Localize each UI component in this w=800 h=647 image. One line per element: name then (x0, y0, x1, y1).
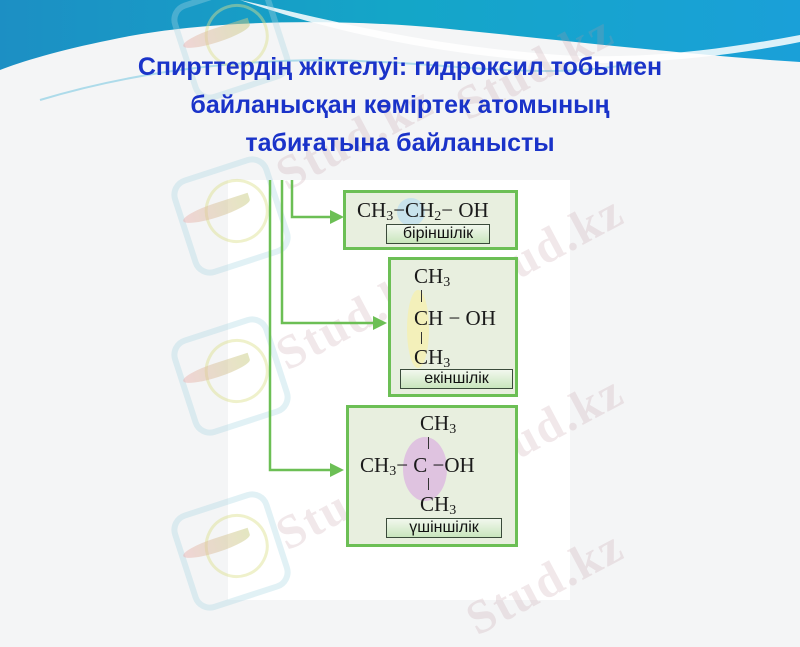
header-wave-decoration (0, 0, 800, 101)
secondary-carbon-highlight (407, 290, 429, 368)
secondary-formula-top: CH3 (414, 264, 451, 290)
connector-lines (268, 180, 387, 477)
label-tertiary: үшіншілік (386, 518, 502, 538)
tertiary-formula-middle: CH3− C −OH (360, 453, 475, 479)
bond-line (421, 290, 422, 302)
secondary-formula-bottom: CH3 (414, 345, 451, 371)
label-primary: біріншілік (386, 224, 490, 244)
tertiary-formula-bottom: CH3 (420, 492, 457, 518)
secondary-formula-center: CH − OH (414, 306, 496, 330)
title-line-1: Спирттердің жіктелуі: гидроксил тобымен (137, 53, 663, 81)
bond-line (428, 478, 429, 490)
slide-title: Спирттердің жіктелуі: гидроксил тобымен … (40, 48, 760, 162)
bond-line (421, 332, 422, 344)
title-line-2: байланысқан көміртек атомының (190, 91, 610, 119)
primary-formula: CH3−CH2− OH (357, 198, 489, 224)
title-line-3: табиғатына байланысты (245, 129, 555, 157)
primary-carbon-highlight (397, 198, 425, 226)
label-secondary: екіншілік (400, 369, 513, 389)
tertiary-carbon-highlight (403, 437, 447, 501)
bond-line (428, 437, 429, 449)
tertiary-formula-top: CH3 (420, 411, 457, 437)
